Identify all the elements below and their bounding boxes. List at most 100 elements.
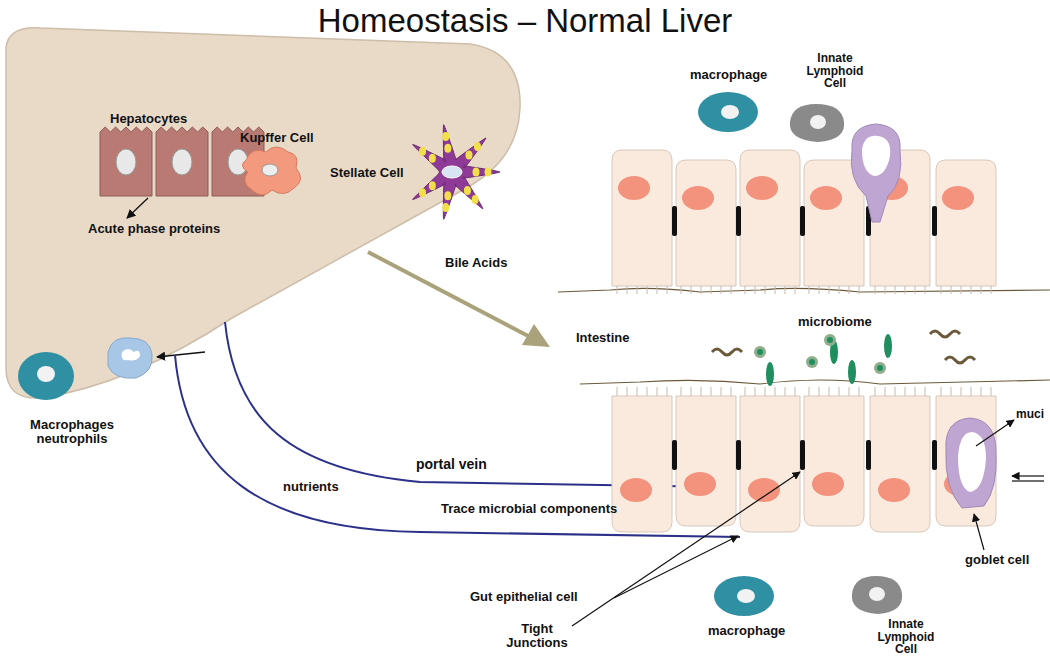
microvillus <box>925 387 926 396</box>
microvillus <box>745 387 746 396</box>
callout-label: Macrophages neutrophils <box>22 418 122 445</box>
spirochete <box>930 331 960 337</box>
callout-label: Stellate Cell <box>330 166 404 180</box>
macrophage-cell <box>698 92 758 132</box>
callout-label: Trace microbial components <box>441 502 617 516</box>
microvillus <box>809 387 810 396</box>
microvillus <box>951 286 952 294</box>
microvillus <box>647 387 648 396</box>
microvillus <box>859 387 860 396</box>
macrophage-cell <box>714 576 774 616</box>
microvillus <box>775 286 776 294</box>
tight-junction <box>800 440 805 470</box>
microvillus <box>925 286 926 294</box>
coccus <box>754 346 766 358</box>
kupffer-nucleus <box>262 164 278 176</box>
hepatocyte <box>156 127 208 196</box>
gut-epithelial-cell <box>804 396 864 526</box>
callout-label: Gut epithelial cell <box>470 590 578 604</box>
callout-label: goblet cell <box>965 553 1029 567</box>
microvillus <box>667 387 668 396</box>
hepatocyte-nucleus <box>116 149 136 175</box>
microvillus <box>941 387 942 396</box>
callout-label: Tight Junctions <box>500 622 574 649</box>
lipid-droplet <box>444 144 451 153</box>
callout-label: microbiome <box>798 315 872 329</box>
callout-label: nutrients <box>283 480 339 494</box>
microvillus <box>721 387 722 396</box>
innate-lymphoid-cell <box>790 104 844 142</box>
hepatocyte-nucleus <box>172 149 192 175</box>
microvillus <box>895 286 896 294</box>
microvillus <box>849 286 850 294</box>
coccus <box>824 334 836 346</box>
arrow <box>1012 480 1044 481</box>
tight-junction <box>672 440 677 470</box>
microvillus <box>627 387 628 396</box>
gut-epithelial-cell <box>740 396 800 532</box>
lipid-droplet <box>429 181 436 190</box>
tight-junction <box>932 206 937 236</box>
microvillus <box>765 286 766 294</box>
microvillus <box>775 387 776 396</box>
tight-junction <box>736 440 741 470</box>
kupffer-cell <box>242 147 300 195</box>
microvillus <box>701 387 702 396</box>
microvillus <box>795 286 796 294</box>
microvillus <box>971 286 972 294</box>
microvillus <box>691 387 692 396</box>
lipid-droplet <box>465 151 472 160</box>
microvillus <box>875 286 876 294</box>
microvillus <box>627 286 628 294</box>
microvillus <box>991 387 992 396</box>
liver-outline <box>6 28 520 398</box>
coccus-core <box>827 337 833 343</box>
cell-nucleus <box>942 186 974 210</box>
microvillus <box>859 286 860 294</box>
tight-junction <box>736 206 741 236</box>
cell-nucleus <box>746 176 778 200</box>
leader-line <box>976 420 1014 446</box>
hepatocyte <box>100 127 152 196</box>
microvillus <box>915 286 916 294</box>
cell-nucleus <box>620 478 652 502</box>
macrophage-cell <box>18 352 74 400</box>
callout-label: Bile Acids <box>445 256 507 270</box>
microvillus <box>721 286 722 294</box>
microvillus <box>765 387 766 396</box>
microvillus <box>657 286 658 294</box>
spirochete <box>945 357 975 363</box>
microvillus <box>731 387 732 396</box>
lipid-droplet <box>444 191 451 200</box>
callout-label: Acute phase proteins <box>88 222 220 236</box>
leader-line <box>572 472 800 626</box>
spirochete <box>712 349 742 355</box>
macrophage-nucleus <box>721 105 739 119</box>
microvillus <box>885 286 886 294</box>
tight-junction <box>800 206 805 236</box>
microvillus <box>785 387 786 396</box>
innate-lymphoid-cell <box>852 576 902 614</box>
lumen-border <box>558 288 1050 292</box>
mucus <box>862 136 890 176</box>
gut-epithelial-cell <box>936 396 996 526</box>
microvillus <box>839 387 840 396</box>
callout-label: macrophage <box>690 68 767 82</box>
macrophage-nucleus <box>37 366 55 382</box>
microvillus <box>711 286 712 294</box>
microvillus <box>785 286 786 294</box>
bacterium <box>766 362 774 386</box>
stellate-body <box>413 125 500 220</box>
callout-label: macrophage <box>708 624 785 638</box>
microvillus <box>961 387 962 396</box>
neutrophil-nucleus <box>122 349 140 361</box>
cell-nucleus <box>810 186 842 210</box>
bile-acid-arrow <box>368 252 532 338</box>
microvillus <box>915 387 916 396</box>
lipid-droplet <box>485 168 492 177</box>
neutrophil-cell <box>108 338 152 378</box>
lipid-droplet <box>474 142 481 151</box>
gut-epithelial-cell <box>676 160 736 286</box>
lipid-droplet <box>442 132 449 141</box>
hepatocytes <box>100 127 264 196</box>
